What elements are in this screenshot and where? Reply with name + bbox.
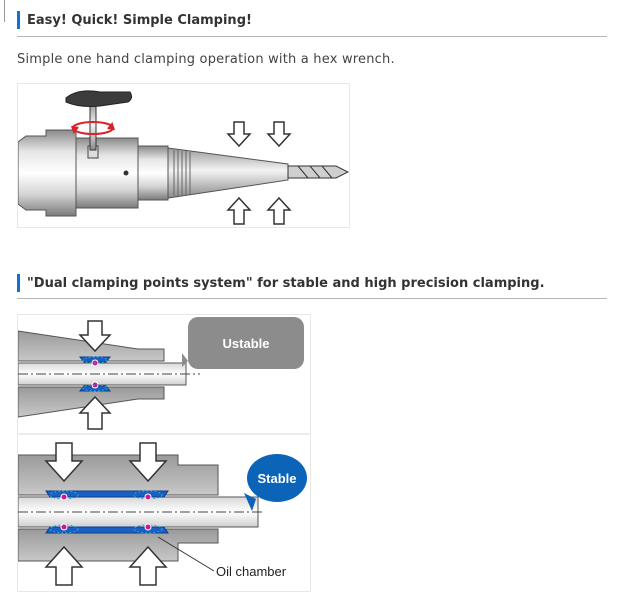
up-arrow-icon bbox=[266, 196, 292, 225]
up-arrow-icon bbox=[78, 395, 112, 430]
down-arrow-icon bbox=[78, 320, 112, 353]
unstable-panel: Ustable bbox=[17, 315, 310, 433]
section1-description: Simple one hand clamping operation with … bbox=[17, 52, 395, 67]
section2-heading: "Dual clamping points system" for stable… bbox=[17, 274, 545, 292]
clamp-force-arrows bbox=[226, 121, 292, 225]
unstable-bubble bbox=[188, 317, 304, 369]
section1-title: Easy! Quick! Simple Clamping! bbox=[27, 12, 252, 28]
hex-wrench bbox=[65, 90, 133, 151]
section1-divider bbox=[17, 36, 607, 37]
oil-chamber-label: Oil chamber bbox=[216, 564, 287, 579]
unstable-label: Ustable bbox=[223, 336, 270, 351]
drill-bit bbox=[287, 165, 350, 179]
edge-mark bbox=[4, 0, 5, 22]
down-arrow-icon bbox=[128, 442, 168, 483]
down-arrow-icon bbox=[226, 121, 252, 148]
up-arrow-icon bbox=[226, 196, 252, 225]
stable-label: Stable bbox=[257, 471, 296, 486]
accent-bar bbox=[17, 274, 20, 292]
accent-bar bbox=[17, 11, 20, 29]
dual-clamping-figure: Ustable Stable Oil bbox=[17, 314, 311, 592]
up-arrow-icon bbox=[128, 545, 168, 586]
section2-divider bbox=[17, 298, 607, 299]
clamping-figure bbox=[17, 83, 350, 228]
section2-title: "Dual clamping points system" for stable… bbox=[27, 275, 545, 291]
stable-bubble bbox=[247, 454, 307, 502]
tool-holder bbox=[17, 129, 289, 217]
up-arrow-icon bbox=[44, 545, 84, 586]
clamping-illustration bbox=[17, 90, 350, 225]
stable-panel: Stable Oil chamber bbox=[17, 442, 307, 586]
down-arrow-icon bbox=[266, 121, 292, 148]
section1-heading: Easy! Quick! Simple Clamping! bbox=[17, 11, 252, 29]
dual-clamping-illustration: Ustable Stable Oil bbox=[17, 315, 310, 586]
rotation-arrow-icon bbox=[71, 121, 115, 135]
down-arrow-icon bbox=[44, 442, 84, 483]
